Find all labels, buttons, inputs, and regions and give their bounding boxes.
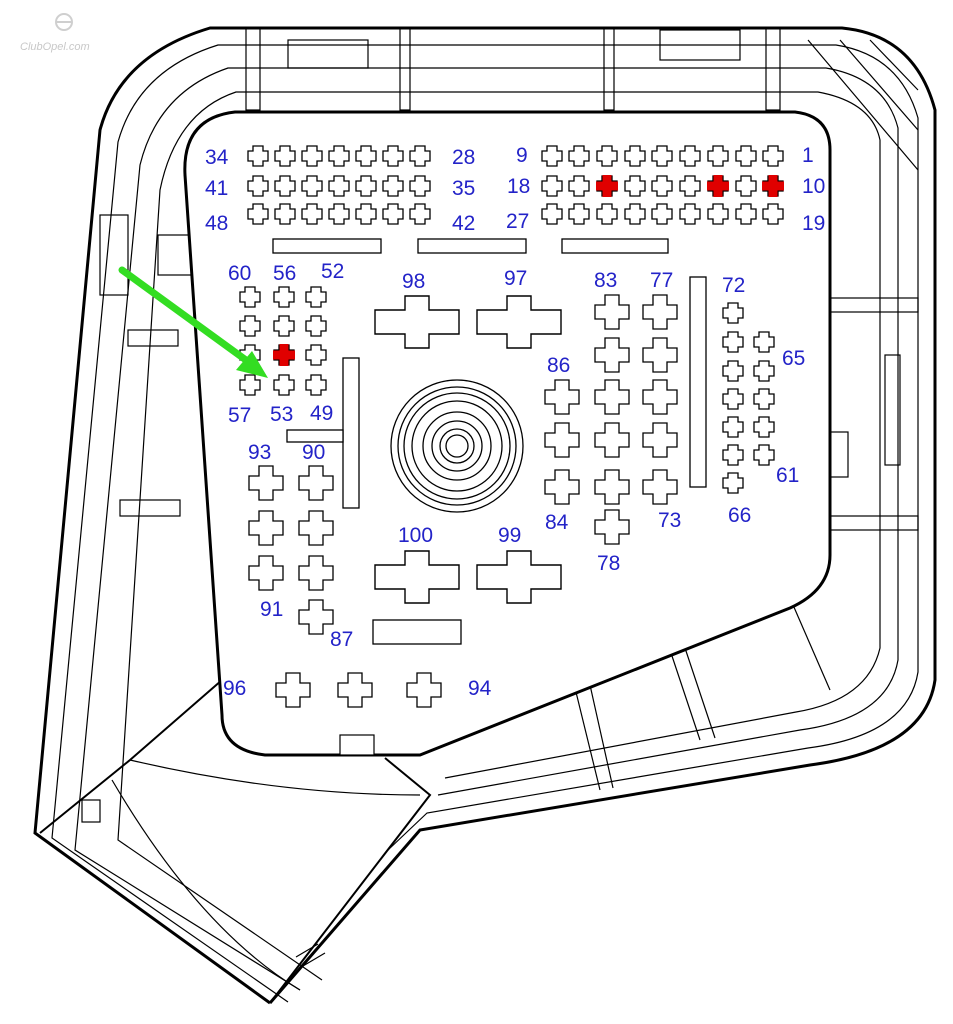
fuse-label-48: 48 <box>205 212 228 235</box>
highlighted-fuse-16 <box>596 175 618 197</box>
fuse-label-34: 34 <box>205 146 229 169</box>
fuse-label-65: 65 <box>782 347 805 370</box>
fuse-label-19: 19 <box>802 212 825 235</box>
panel-tab <box>339 734 375 756</box>
relay-socket <box>390 379 524 513</box>
fuse-label-83: 83 <box>594 269 617 292</box>
fuse-label-9: 9 <box>516 144 528 167</box>
fuse-label-42: 42 <box>452 212 475 235</box>
fuse-label-35: 35 <box>452 177 475 200</box>
fuse-label-52: 52 <box>321 260 344 283</box>
fuse-label-78: 78 <box>597 552 620 575</box>
fuse-label-84: 84 <box>545 511 569 534</box>
fuse-label-10: 10 <box>802 175 825 198</box>
fuse-label-94: 94 <box>468 677 492 700</box>
fuse-label-56: 56 <box>273 262 296 285</box>
fuse-label-86: 86 <box>547 354 570 377</box>
watermark-text: ClubOpel.com <box>20 41 90 53</box>
fuse-label-61: 61 <box>776 464 799 487</box>
clubopel-logo: ClubOpel.com <box>20 13 90 53</box>
fuse-label-1: 1 <box>802 144 814 167</box>
fuse-label-93: 93 <box>248 441 271 464</box>
fuse-label-99: 99 <box>498 524 521 547</box>
highlighted-fuse-10 <box>762 175 784 197</box>
fuse-label-77: 77 <box>650 269 673 292</box>
fuse-label-100: 100 <box>398 524 433 547</box>
fuse-panel <box>183 110 832 757</box>
fuse-label-66: 66 <box>728 504 751 527</box>
fuse-label-28: 28 <box>452 146 475 169</box>
slots <box>272 238 707 645</box>
green-arrow-icon <box>118 266 268 378</box>
highlighted-fuse-53 <box>273 344 295 366</box>
fuse-label-72: 72 <box>722 274 745 297</box>
fuse-label-97: 97 <box>504 267 527 290</box>
fuse-label-41: 41 <box>205 177 228 200</box>
fuse-label-90: 90 <box>302 441 325 464</box>
fuse-label-87: 87 <box>330 628 353 651</box>
fuse-label-49: 49 <box>310 402 333 425</box>
fuse-label-53: 53 <box>270 403 293 426</box>
fuse-label-73: 73 <box>658 509 681 532</box>
fuse-label-57: 57 <box>228 404 251 427</box>
housing <box>33 26 937 1005</box>
fuse-label-18: 18 <box>507 175 530 198</box>
fuse-label-60: 60 <box>228 262 251 285</box>
fuse-label-98: 98 <box>402 270 425 293</box>
fuse-label-91: 91 <box>260 598 283 621</box>
fuse-label-96: 96 <box>223 677 246 700</box>
fuse-label-27: 27 <box>506 210 529 233</box>
highlighted-fuse-12 <box>707 175 729 197</box>
